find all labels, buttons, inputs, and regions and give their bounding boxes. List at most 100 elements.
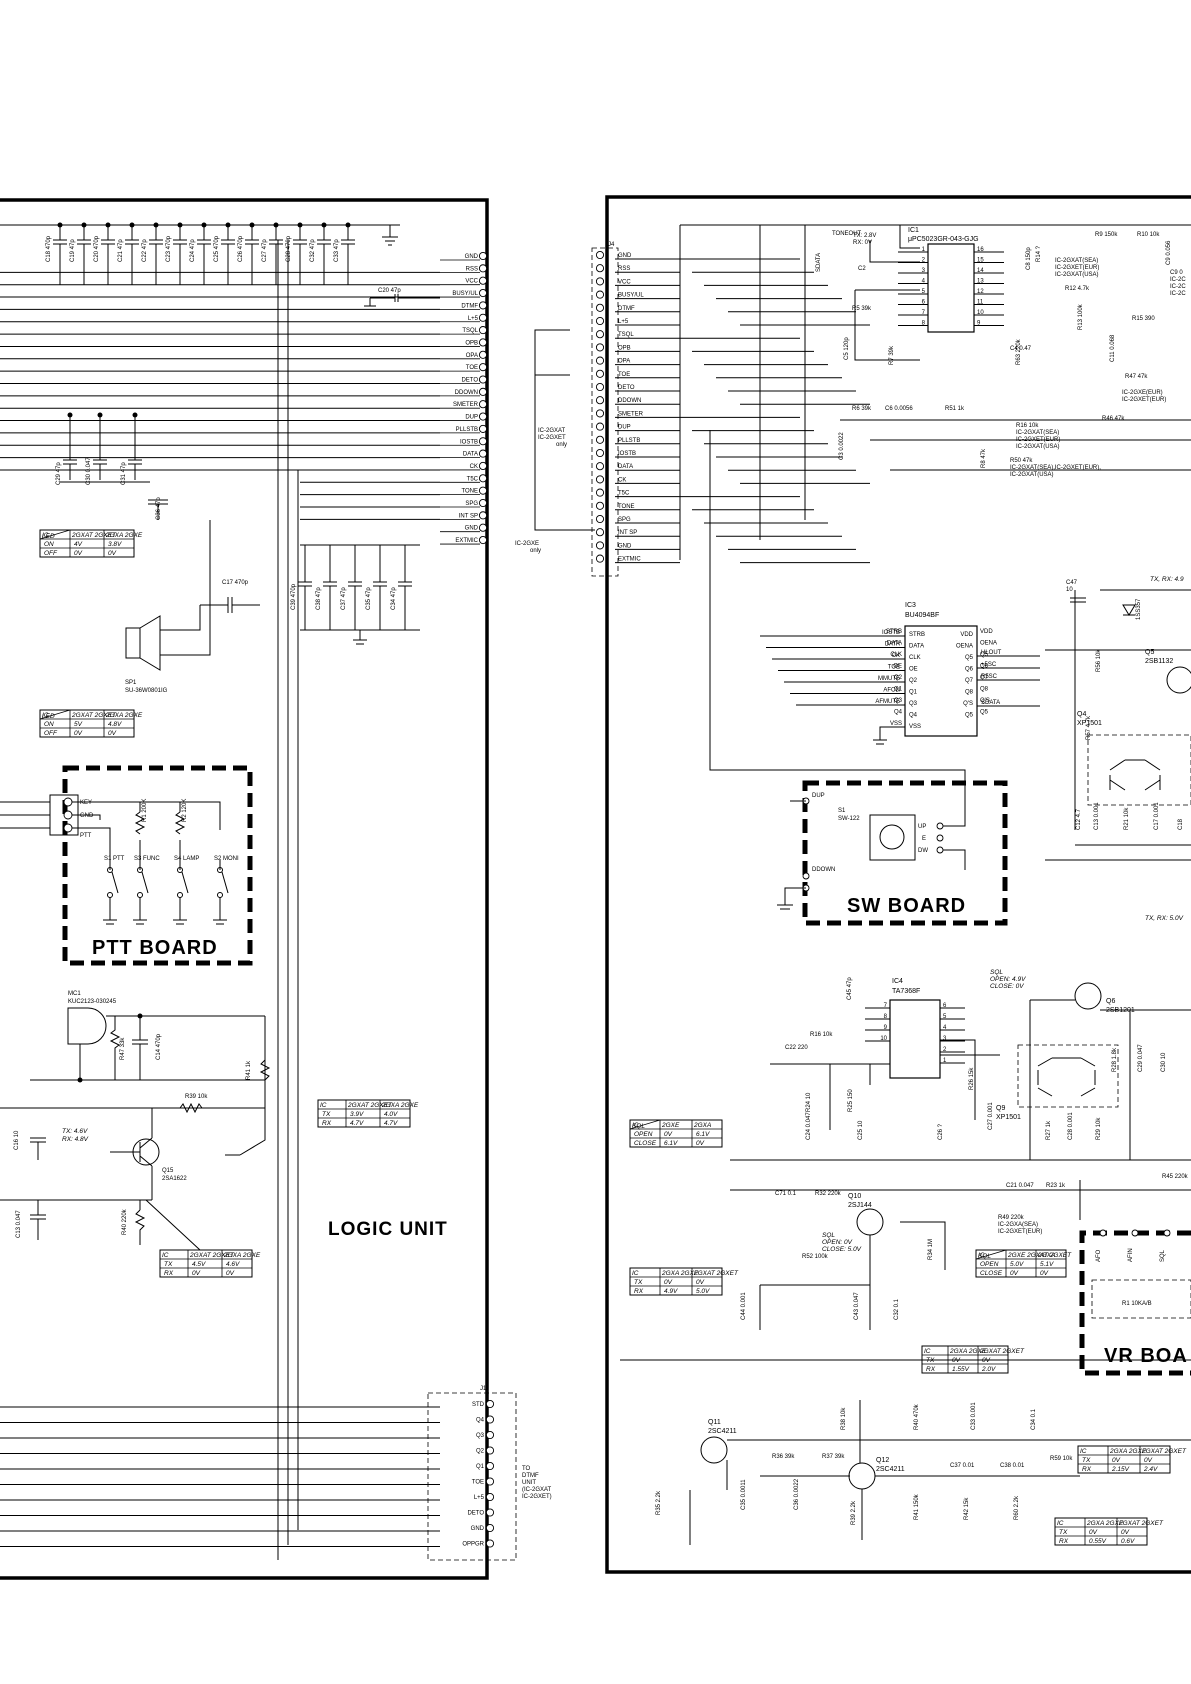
component-label: C38 0.01 [1000,1463,1025,1469]
connector-label: SMETER [453,402,479,408]
table-head-cell: 2GXA 2GXE [105,712,143,719]
q15-ref: Q15 [162,1168,174,1174]
vr-pin-afin: AFIN [1128,1248,1134,1262]
logic-unit-frame [0,198,489,1580]
vr-board: VR BOA AFO AFIN SQL R1 10KA/B [1079,1229,1191,1376]
j4-pin [595,501,605,510]
sw-pin [802,872,810,880]
ic-pin-num: 7 [884,1003,888,1009]
ic3-pin-name: Q'S [963,701,973,707]
component-label: C6 0.0056 [885,406,913,412]
table-cell: 0V [74,550,83,557]
junction [153,222,159,228]
table-corner: LED [42,533,55,540]
j4-label: T5C [618,491,630,497]
sw-pin [936,846,944,854]
q5-symbol [1166,666,1191,694]
sw-pin-up: UP [918,824,926,830]
j1-label: L+5 [474,1495,485,1501]
component-label: C24 0.047 [806,1112,812,1140]
sw-board: SW BOARD DUP DDOWN S1 SW-122 UP E DW [709,430,1008,926]
j4-dashed-frame [591,247,619,577]
junction [177,222,183,228]
component-label: C33 0.001 [971,1402,977,1430]
switch-contact [217,892,223,898]
j4-label: L+5 [618,319,629,325]
q11-part: 2SC4211 [708,1428,737,1435]
component-label: R49 220k [998,1215,1025,1221]
switch-contact [177,867,183,873]
q11-q12-wires [620,1359,1191,1545]
q4-ref: Q4 [1077,711,1086,718]
q11-symbol [700,1436,728,1464]
c14-symbol [132,1039,148,1080]
connector-label: OPA [466,353,478,359]
component-label: R40 470k [914,1403,920,1430]
component-label: R60 2.2k [1014,1495,1020,1520]
only-note: IC-2GXET [538,435,566,441]
ic-pin-num: 4 [943,1025,947,1031]
table-cell: TX [164,1261,173,1268]
table-corner: SQL [632,1123,645,1130]
j4-pin [595,356,605,365]
ic-pin-num: Q'S [980,698,990,704]
component-label: IC-2GXAT(SEA),IC-2GXET(EUR), [1010,465,1101,471]
table-head-cell: 2GXAT 2GXET [71,532,117,539]
vr-pin [1163,1229,1171,1237]
switch-symbol [103,871,119,925]
ic-pin-num: DATA [887,641,902,647]
connector-pin [478,498,488,508]
table-head-cell: IC [924,1348,931,1355]
table-head-cell: 2GXAT 2GXET [979,1348,1025,1355]
ic-pin-num: 13 [977,279,984,285]
component-label: C71 0.1 [775,1191,797,1197]
connector-pin [478,474,488,483]
ptt-wires [0,801,221,830]
top-capacitor [101,225,115,285]
connector-label: PLLSTB [456,427,478,433]
component-label: R46 47k [1102,416,1125,422]
ic-pin-num: 2 [922,258,926,264]
j4-label: DUP [618,425,631,431]
ptt-board-title: PTT BOARD [92,937,218,959]
component-label: R6 39k [852,406,872,412]
j4-pin [595,330,605,339]
j4-label: DDOWN [618,398,641,404]
connector-label: VCC [465,279,478,285]
ic-pin-num: VSS [890,721,902,727]
ic3-body [904,625,978,737]
c13-label: C13 0.047 [16,1210,22,1238]
table-cell: TX [322,1111,331,1118]
top-capacitor-label: C26 470p [238,235,244,262]
ptt-switch-wires [72,827,221,870]
top-capacitor-label: C21 47p [118,239,124,262]
only-note: only [556,442,567,448]
sw-pin-e: E [922,836,926,842]
ic3-ground [873,726,905,745]
table-cell: 0V [664,1131,673,1138]
sw-dup: DUP [812,793,825,799]
ic3-part: BU4094BF [905,612,939,619]
r41-symbol [225,1059,271,1156]
component-label: IC-2GXAT(SEA) [1055,258,1098,264]
component-label: IC-2C [1170,284,1186,290]
table-diagonal [975,1249,1007,1260]
ic-pin-num: 5 [922,289,926,295]
component-label: C8 150p [1026,247,1032,270]
component-label: R26 15k [969,1067,975,1090]
mid-capacitor-label: C29 47p [56,462,62,485]
q12-part: 2SC4211 [876,1466,905,1473]
ptt-pin-ptt: PTT [80,833,92,839]
r57-label: R57 4.7k [1086,715,1092,740]
table-cell: 0V [1144,1457,1153,1464]
ic3-output: R5SC [981,674,998,680]
connector-label: RSS [466,266,478,272]
component-label: C37 0.01 [950,1463,975,1469]
ptt-board: PTT BOARD KEY GND PTT R1 200K R2 120K S1… [0,765,253,966]
component-label: C43 0.047 [854,1292,860,1320]
j4-label: DATA [618,464,633,470]
j4-label: INT SP [618,530,637,536]
